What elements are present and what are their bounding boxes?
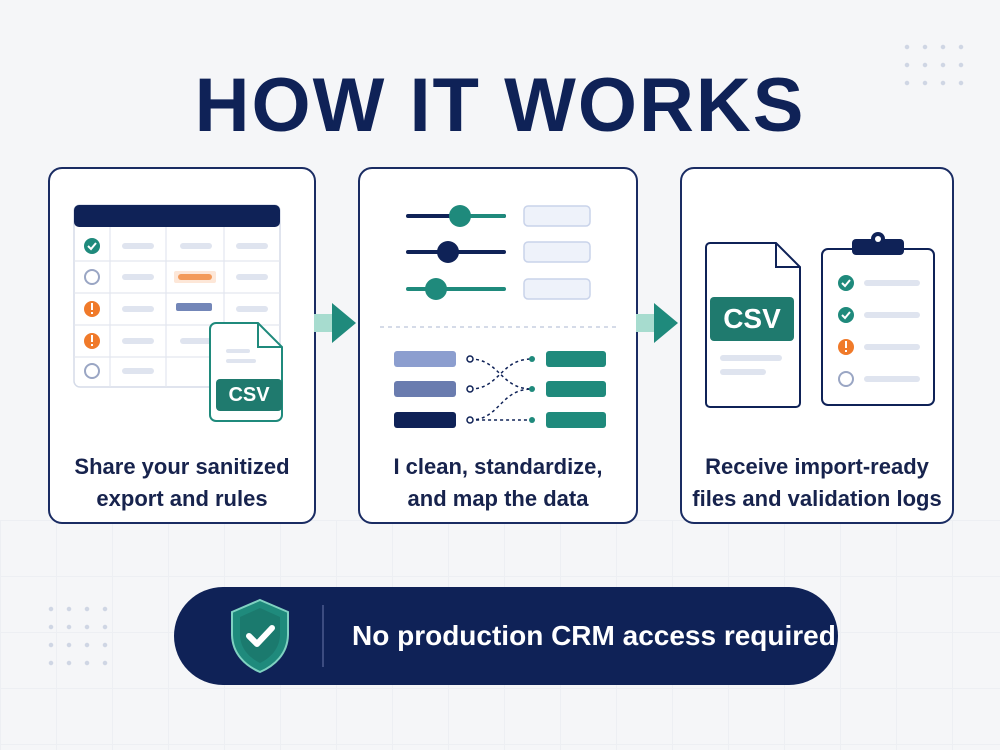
slider-knob: [425, 278, 447, 300]
deliverables-illustration: [705, 232, 935, 408]
check-icon: [84, 238, 100, 254]
step-description: Share your sanitized export and rules: [74, 454, 290, 511]
page-title: HOW IT WORKS: [194, 63, 806, 148]
spreadsheet-illustration: [73, 204, 283, 422]
security-banner: No production CRM access required: [174, 587, 838, 685]
arrow-right-icon: [314, 303, 356, 343]
slider-knob: [437, 241, 459, 263]
step-card-share: CSV Share your sanitized export and rule…: [48, 167, 316, 524]
banner-text: No production CRM access required: [352, 620, 836, 651]
empty-circle-icon: [84, 363, 100, 379]
decorative-dots-bottom-left: [42, 600, 114, 668]
csv-badge: CSV: [723, 303, 781, 334]
check-icon: [838, 275, 854, 291]
step-card-clean: I clean, standardize, and map the data: [358, 167, 638, 524]
step-card-receive: CSV Receive import-ready files and valid…: [680, 167, 954, 524]
data-mapping-illustration: [380, 205, 620, 428]
csv-badge: CSV: [228, 384, 270, 406]
divider: [322, 605, 324, 667]
check-icon: [838, 307, 854, 323]
arrow-right-icon: [636, 303, 678, 343]
decorative-dots-top-right: [898, 38, 970, 88]
shield-check-icon: [231, 598, 289, 674]
empty-circle-icon: [838, 371, 854, 387]
step-description: I clean, standardize, and map the data: [393, 454, 603, 511]
empty-circle-icon: [84, 269, 100, 285]
step-description: Receive import-ready files and validatio…: [692, 454, 942, 511]
slider-knob: [449, 205, 471, 227]
